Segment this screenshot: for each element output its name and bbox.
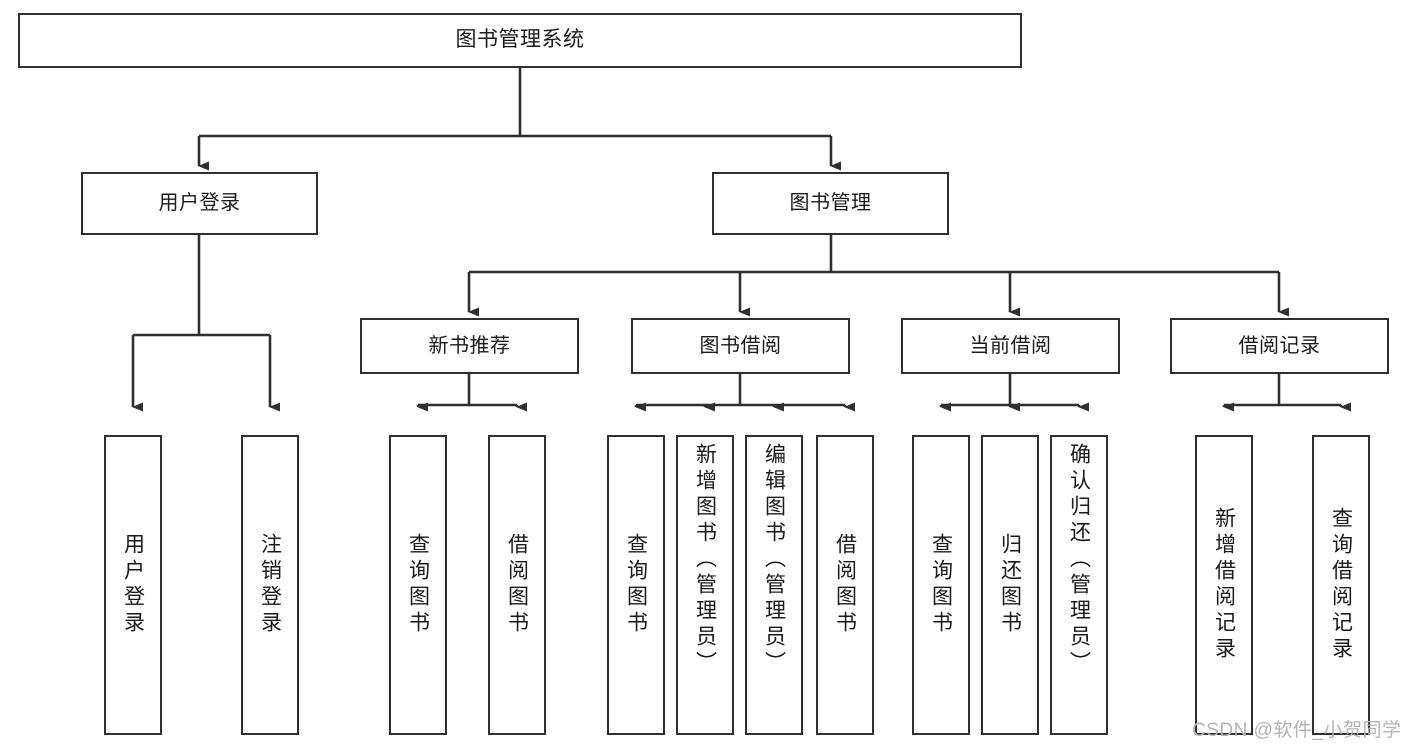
node-book-management-label: 图书管理: [789, 192, 872, 214]
node-leaf-newbook-borrow-book[interactable]: 借阅图书: [488, 435, 546, 735]
node-book-management[interactable]: 图书管理: [712, 172, 949, 235]
node-leaf-label: 确认归还（管理员）: [1067, 443, 1091, 677]
node-leaf-label: 查询图书: [406, 533, 430, 637]
node-leaf-user-login-logout[interactable]: 注销登录: [241, 435, 299, 735]
node-root-label: 图书管理系统: [455, 28, 585, 52]
node-borrow-record[interactable]: 借阅记录: [1170, 318, 1389, 374]
node-leaf-record-add-record[interactable]: 新增借阅记录: [1195, 435, 1253, 735]
node-leaf-label: 借阅图书: [833, 533, 857, 637]
node-user-login[interactable]: 用户登录: [81, 172, 318, 235]
node-leaf-label: 注销登录: [258, 533, 282, 637]
node-borrow-record-label: 借阅记录: [1238, 334, 1321, 357]
node-leaf-label: 编辑图书（管理员）: [762, 443, 786, 677]
node-leaf-label: 用户登录: [121, 533, 145, 637]
node-leaf-newbook-query-book[interactable]: 查询图书: [389, 435, 447, 735]
node-leaf-label: 归还图书: [998, 533, 1022, 637]
node-leaf-label: 借阅图书: [505, 533, 529, 637]
node-leaf-current-query-book[interactable]: 查询图书: [912, 435, 970, 735]
node-leaf-label: 查询借阅记录: [1329, 507, 1353, 663]
node-book-borrow-label: 图书借阅: [699, 334, 782, 357]
node-leaf-borrow-edit-book-admin[interactable]: 编辑图书（管理员）: [745, 435, 803, 735]
node-leaf-label: 新增图书（管理员）: [693, 443, 717, 677]
node-book-borrow[interactable]: 图书借阅: [631, 318, 850, 374]
node-leaf-current-return-book[interactable]: 归还图书: [981, 435, 1039, 735]
node-leaf-label: 查询图书: [624, 533, 648, 637]
node-new-book-recommend-label: 新书推荐: [428, 334, 511, 357]
csdn-watermark: CSDN @软件_小贺同学: [1192, 720, 1402, 741]
node-leaf-label: 新增借阅记录: [1212, 507, 1236, 663]
node-leaf-current-confirm-return-admin[interactable]: 确认归还（管理员）: [1050, 435, 1108, 735]
node-leaf-user-login-login[interactable]: 用户登录: [104, 435, 162, 735]
node-user-login-label: 用户登录: [158, 192, 241, 214]
node-leaf-borrow-query-book[interactable]: 查询图书: [607, 435, 665, 735]
node-leaf-label: 查询图书: [929, 533, 953, 637]
node-root-book-management-system[interactable]: 图书管理系统: [18, 13, 1022, 68]
node-leaf-borrow-borrow-book[interactable]: 借阅图书: [816, 435, 874, 735]
node-new-book-recommend[interactable]: 新书推荐: [360, 318, 579, 374]
node-current-borrow[interactable]: 当前借阅: [901, 318, 1120, 374]
node-leaf-record-query-record[interactable]: 查询借阅记录: [1312, 435, 1370, 735]
node-current-borrow-label: 当前借阅: [969, 334, 1052, 357]
node-leaf-borrow-add-book-admin[interactable]: 新增图书（管理员）: [676, 435, 734, 735]
